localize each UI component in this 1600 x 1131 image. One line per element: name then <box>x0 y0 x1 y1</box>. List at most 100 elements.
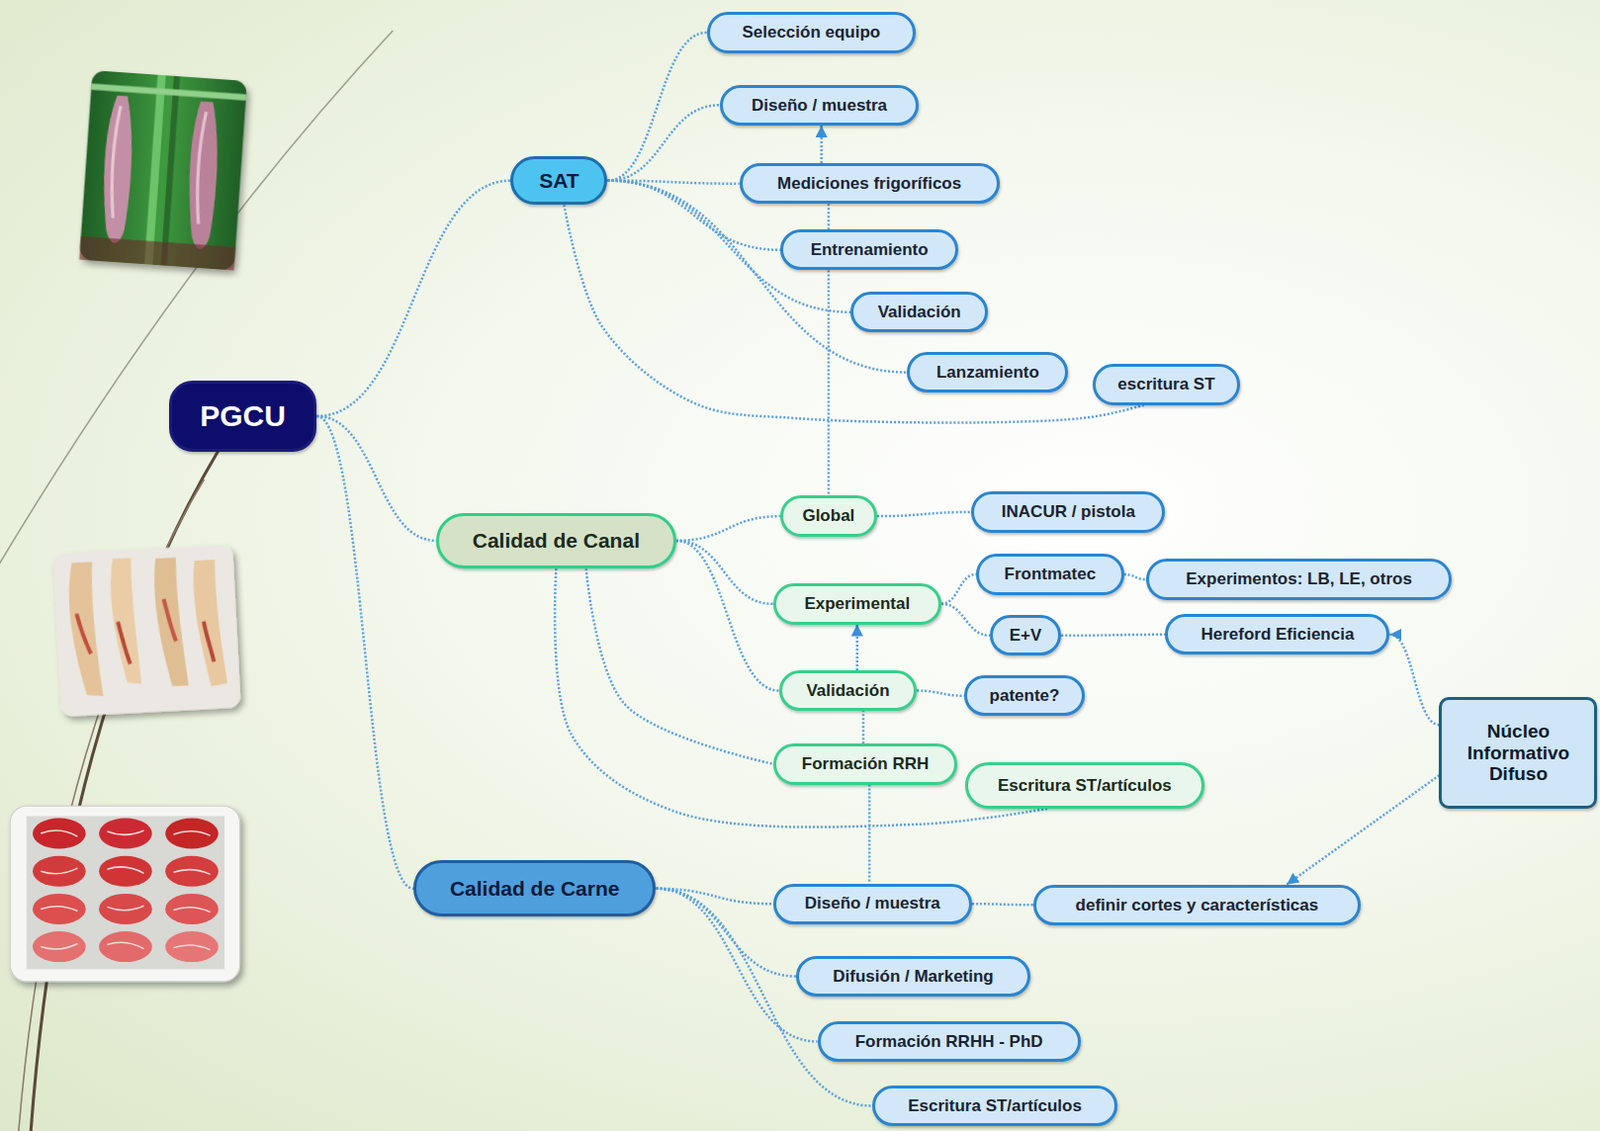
node-label: Diseño / muestra <box>751 95 888 116</box>
photo-frame <box>53 544 242 717</box>
meat-slice <box>98 856 153 888</box>
branch-node: Calidad de Carne <box>413 860 657 917</box>
node-label: E+V <box>1009 625 1043 646</box>
node-label: Escritura ST/artículos <box>907 1096 1082 1117</box>
carcass-half <box>191 559 228 688</box>
dotted-connector <box>316 180 511 417</box>
dotted-connector <box>862 711 866 744</box>
topic-box: Difusión / Marketing <box>796 956 1031 997</box>
meat-slice <box>32 893 87 925</box>
topic-box: patente? <box>964 675 1085 716</box>
carcass-detail <box>117 621 131 665</box>
dotted-connector <box>316 416 437 541</box>
topic-box: Diseño / muestra <box>773 884 973 925</box>
node-label: patente? <box>989 686 1061 707</box>
node-label: Experimentos: LB, LE, otros <box>1185 569 1413 590</box>
node-label: Lanzamiento <box>936 362 1040 383</box>
topic-box: Global <box>780 495 878 536</box>
carcass <box>183 100 222 250</box>
marbling <box>40 830 210 951</box>
topic-box: INACUR / pistola <box>971 491 1165 533</box>
node-label: Escritura ST/artículos <box>997 776 1172 797</box>
carcass-halves-photo <box>53 544 242 717</box>
rail <box>144 75 167 266</box>
node-label: Difusión / Marketing <box>832 967 993 987</box>
topic-box: Lanzamiento <box>906 352 1068 393</box>
dotted-connector <box>1061 634 1165 636</box>
dotted-connector <box>607 104 720 180</box>
node-label: Formación RRHH - PhD <box>855 1032 1044 1053</box>
topic-box: definir cortes y características <box>1033 885 1360 926</box>
dotted-connector <box>563 204 1145 423</box>
node-label: Calidad de Canal <box>472 529 640 553</box>
rail <box>90 84 247 101</box>
node-label: Selección equipo <box>741 22 881 43</box>
meat-slice <box>165 893 219 925</box>
dotted-connector <box>676 540 774 605</box>
carcass-photo <box>79 70 248 270</box>
carcass-detail <box>194 111 207 225</box>
dotted-connector <box>877 512 972 517</box>
dotted-connector <box>1389 634 1439 725</box>
rail <box>161 76 181 267</box>
root-node: PGCU <box>169 380 318 452</box>
node-label: Entrenamiento <box>810 240 929 261</box>
decorative-curve <box>18 479 205 1131</box>
decoration-group <box>0 30 393 1131</box>
carcass-detail <box>203 621 214 663</box>
carcass-half <box>67 561 104 699</box>
carcass-half <box>153 557 189 688</box>
dotted-connector <box>586 568 774 765</box>
topic-box: Hereford Eficiencia <box>1164 614 1390 655</box>
dotted-connector <box>607 32 707 181</box>
topic-box: Validación <box>779 670 917 712</box>
sample-tray <box>26 816 225 971</box>
dotted-connector <box>1124 574 1147 580</box>
dotted-connector <box>676 516 781 541</box>
carcass-detail <box>76 613 91 655</box>
meat-slice <box>98 818 153 850</box>
dotted-connector <box>972 903 1034 905</box>
node-label: Diseño / muestra <box>804 893 941 914</box>
carcass-detail <box>164 598 178 642</box>
carcass <box>98 94 136 244</box>
dotted-connector <box>1286 775 1439 885</box>
node-label: Calidad de Carne <box>449 877 621 901</box>
topic-box: Mediciones frigoríficos <box>739 163 1000 204</box>
node-label: Mediciones frigoríficos <box>777 174 962 194</box>
node-label: escritura ST <box>1117 374 1215 395</box>
node-label: Frontmatec <box>1004 564 1097 585</box>
meat-slice <box>32 856 87 888</box>
dotted-connector <box>868 785 872 885</box>
carcass-detail <box>108 105 121 219</box>
meat-samples-photo <box>9 805 240 981</box>
node-label: Núcleo Informativo Difuso <box>1453 720 1583 787</box>
meat-slice <box>165 856 219 888</box>
dotted-connector <box>676 540 780 692</box>
node-label: SAT <box>538 169 579 193</box>
topic-box: Frontmatec <box>976 553 1125 595</box>
topic-box: Formación RRH <box>773 743 958 785</box>
topic-box: Formación RRHH - PhD <box>817 1021 1081 1063</box>
topic-box: Entrenamiento <box>780 229 960 270</box>
dotted-connector <box>941 574 977 605</box>
branch-node: SAT <box>510 156 608 206</box>
topic-box: Validación <box>850 291 988 333</box>
node-label: Experimental <box>803 594 910 615</box>
topic-box: Diseño / muestra <box>719 85 919 126</box>
photo-frame <box>9 805 240 981</box>
meat-slice <box>32 931 87 963</box>
branch-node: Calidad de Canal <box>436 513 676 570</box>
node-label: Hereford Eficiencia <box>1200 624 1354 645</box>
hub-box: Núcleo Informativo Difuso <box>1438 697 1598 810</box>
node-label: PGCU <box>199 399 286 435</box>
topic-box: escritura ST <box>1092 363 1242 405</box>
topic-box: Experimentos: LB, LE, otros <box>1146 558 1453 600</box>
meat-slice <box>165 818 219 850</box>
dotted-connector <box>827 203 831 230</box>
node-label: Global <box>801 506 855 527</box>
node-label: Validación <box>878 302 962 323</box>
dotted-connector <box>941 604 990 636</box>
node-label: Validación <box>805 681 889 702</box>
